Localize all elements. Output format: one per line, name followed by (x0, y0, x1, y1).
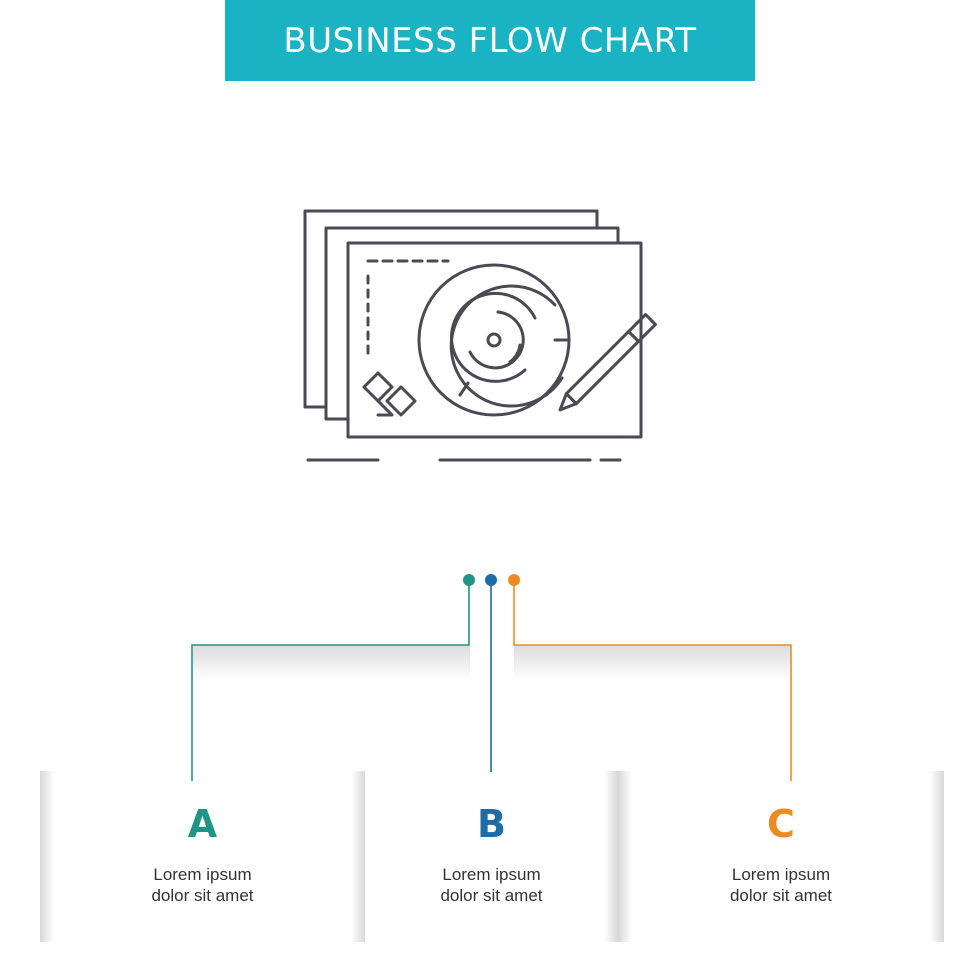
step-text-c: Lorem ipsum dolor sit amet (618, 864, 944, 906)
step-text-a: Lorem ipsum dolor sit amet (40, 864, 365, 906)
step-text-b-line2: dolor sit amet (440, 886, 543, 905)
card-shadows (40, 771, 944, 942)
step-letter-b: B (477, 802, 506, 846)
design-board-with-pencil-icon (303, 209, 657, 462)
card-c-shadow-right (930, 771, 944, 942)
step-letter-a: A (187, 802, 218, 846)
step-card-b: B Lorem ipsum dolor sit amet (365, 771, 618, 942)
step-text-c-line1: Lorem ipsum (731, 865, 831, 884)
step-text-c-line2: dolor sit amet (729, 886, 833, 905)
node-dot-b (485, 574, 497, 586)
connector-c (513, 580, 792, 781)
title-banner: BUSINESS FLOW CHART (225, 0, 755, 81)
card-a-shadow-left (40, 771, 54, 942)
node-dot-a (463, 574, 475, 586)
connector-a (191, 580, 470, 781)
node-dot-c (508, 574, 520, 586)
card-c-shadow-left (618, 771, 632, 942)
step-text-b-line1: Lorem ipsum (442, 865, 541, 884)
step-card-a: A Lorem ipsum dolor sit amet (40, 771, 365, 942)
branch-c-shadow (514, 645, 791, 681)
step-text-b: Lorem ipsum dolor sit amet (365, 864, 618, 906)
step-letter-c: C (767, 802, 795, 846)
page-title: BUSINESS FLOW CHART (283, 20, 697, 61)
step-card-c: C Lorem ipsum dolor sit amet (618, 771, 944, 942)
step-text-a-line1: Lorem ipsum (153, 865, 252, 884)
step-text-a-line2: dolor sit amet (151, 886, 254, 905)
card-b-shadow-right (604, 771, 618, 942)
card-a-shadow-right (351, 771, 365, 942)
branch-a-shadow (193, 645, 470, 681)
